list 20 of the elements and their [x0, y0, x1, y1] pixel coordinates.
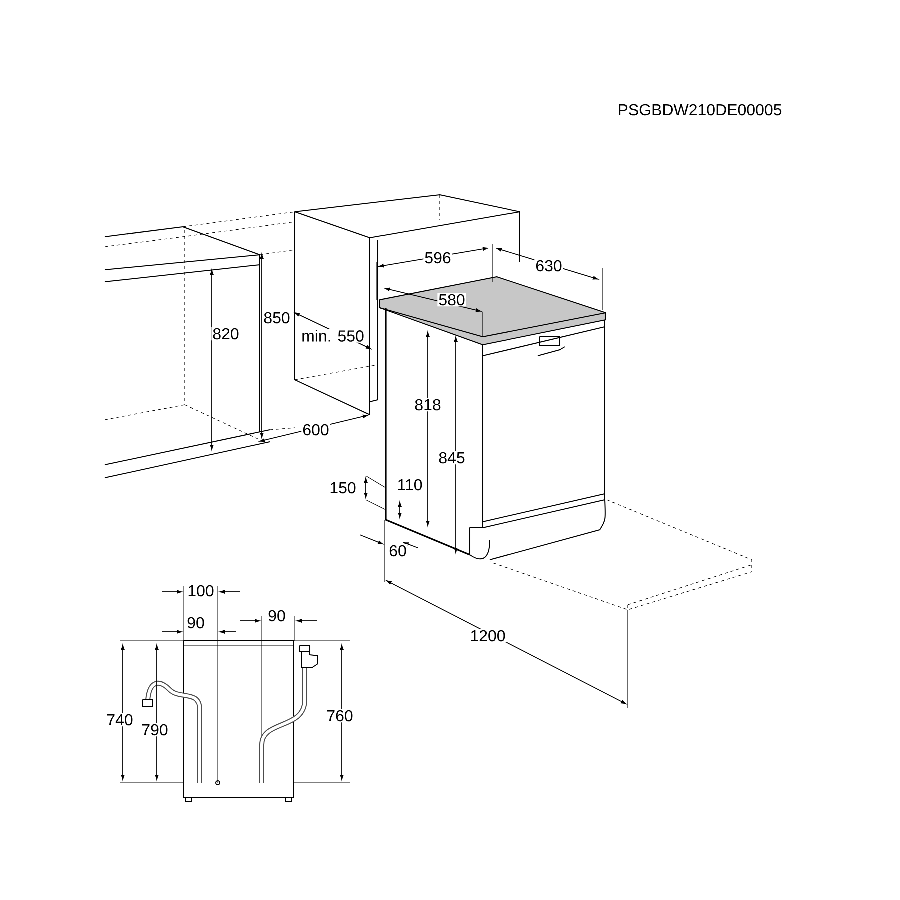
dimension-label: 850 [262, 311, 292, 325]
dimension-label: 90 [267, 609, 287, 623]
dimension-label: 740 [106, 713, 134, 727]
document-code: PSGBDW210DE00005 [616, 103, 784, 117]
dimension-label: 110 [396, 478, 424, 492]
dimension-label: 818 [414, 398, 442, 412]
dimension-label: 60 [388, 544, 408, 558]
dimension-label: 845 [438, 451, 466, 465]
dimension-label: 100 [186, 584, 216, 598]
dimension-label: 790 [140, 723, 170, 737]
dimension-label: 630 [534, 259, 564, 273]
dimension-label: 760 [326, 709, 354, 723]
dimension-label: 150 [328, 481, 358, 495]
dimension-label: 90 [186, 616, 206, 630]
dimension-label: 580 [438, 293, 466, 307]
dimension-label: min. 550 [300, 329, 366, 343]
dimension-label: 596 [424, 251, 452, 265]
dimension-label: 1200 [469, 629, 507, 643]
dimension-label: 820 [212, 327, 240, 341]
dimension-label: 600 [302, 423, 330, 437]
